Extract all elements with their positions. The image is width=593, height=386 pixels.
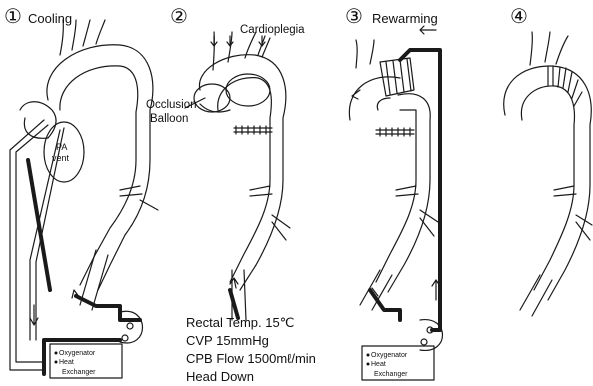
- cardioplegia-label: Cardioplegia: [240, 24, 305, 36]
- panel-1-pump: [120, 311, 143, 343]
- panel-2-cardioplegia-arrows: [211, 36, 265, 46]
- occlusion-label: Occlusion: [146, 99, 197, 111]
- pa-vent-label-1: PA: [56, 142, 67, 152]
- panel-3-oxygenator-labels: Oxygenator Heat Exchanger: [367, 352, 409, 378]
- condition-cpb-flow: CPB Flow 1500mℓ/min: [186, 351, 316, 366]
- balloon-label: Balloon: [150, 113, 188, 125]
- panel-3-number: ③: [345, 4, 363, 28]
- condition-head-down: Head Down: [186, 369, 254, 384]
- panel-3-arrow-top: [420, 26, 436, 34]
- conditions-block: Rectal Temp. 15℃ CVP 15mmHg CPB Flow 150…: [186, 315, 316, 384]
- panel-1-number: ①: [4, 4, 22, 28]
- panel-1-bypass-circuit: [28, 160, 140, 374]
- panel-2-header: ②: [170, 4, 188, 28]
- exchanger-label-1: Exchanger: [62, 369, 96, 376]
- condition-rectal-temp: Rectal Temp. 15℃: [186, 315, 294, 330]
- exchanger-label-3: Exchanger: [374, 371, 408, 378]
- heat-label-3: Heat: [371, 361, 386, 368]
- panel-1-oxygenator-labels: Oxygenator Heat Exchanger: [55, 350, 97, 376]
- panel-4-aorta: [504, 32, 592, 316]
- panel-2-femoral-cannula: [230, 290, 238, 318]
- heat-label-1: Heat: [59, 359, 74, 366]
- oxygenator-label-3: Oxygenator: [371, 352, 408, 359]
- panel-1-label: Cooling: [28, 11, 72, 26]
- panel-2-aorta: [194, 32, 290, 320]
- panel-4-number: ④: [510, 4, 528, 28]
- panel-3-label: Rewarming: [372, 11, 438, 26]
- panel-2-number: ②: [170, 4, 188, 28]
- panel-3-header: ③ Rewarming: [345, 4, 438, 28]
- panel-4-header: ④: [510, 4, 528, 28]
- panel-1-header: ① Cooling: [4, 4, 72, 28]
- panel-3-aorta: [349, 40, 438, 310]
- oxygenator-label-1: Oxygenator: [59, 350, 96, 357]
- pa-vent-label-2: vent: [52, 153, 70, 163]
- condition-cvp: CVP 15mmHg: [186, 333, 269, 348]
- panel-1-flow-arrow: [30, 305, 38, 325]
